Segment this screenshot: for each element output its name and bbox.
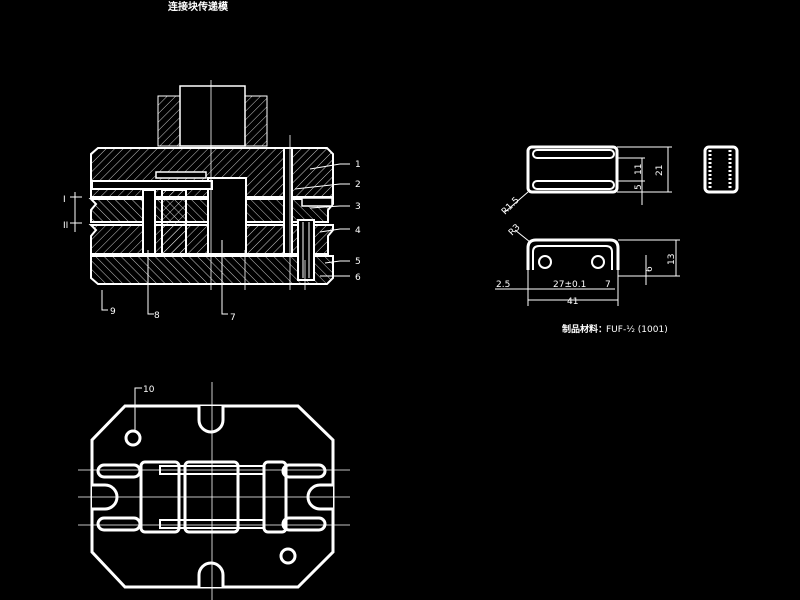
dim-41: 41 bbox=[567, 297, 578, 307]
drawing-title: 连接块传递模 bbox=[168, 0, 229, 13]
dim-2-5: 2.5 bbox=[496, 280, 510, 290]
dim-27: 27±0.1 bbox=[553, 280, 586, 290]
part-label-8: 8 bbox=[154, 311, 160, 321]
part-label-7: 7 bbox=[230, 313, 236, 323]
dim-7: 7 bbox=[605, 280, 611, 290]
part-label-5: 5 bbox=[355, 257, 361, 267]
part-drawing: 21 11 5 R1.5 13 6 R3 2.5 27±0.1 7 41 制品材… bbox=[495, 145, 739, 335]
plan-view: 10 bbox=[78, 382, 350, 600]
material-label: 制品材料： bbox=[562, 323, 607, 335]
section-mark-I: I bbox=[63, 195, 66, 205]
part-label-3: 3 bbox=[355, 202, 361, 212]
part-label-4: 4 bbox=[355, 226, 361, 236]
section-view: I II 1 2 3 4 5 6 9 8 7 bbox=[63, 80, 361, 323]
part-label-1: 1 bbox=[355, 160, 361, 170]
dim-r15: R1.5 bbox=[500, 195, 522, 217]
dim-5: 5 bbox=[634, 184, 644, 190]
section-mark-II: II bbox=[63, 221, 68, 231]
part-label-9: 9 bbox=[110, 307, 116, 317]
part-label-6: 6 bbox=[355, 273, 361, 283]
dim-11: 11 bbox=[634, 164, 644, 175]
dim-6: 6 bbox=[645, 266, 655, 272]
dim-13: 13 bbox=[667, 254, 677, 265]
material-value: FUF-½ (1001) bbox=[606, 325, 668, 335]
dim-r3: R3 bbox=[507, 223, 523, 239]
part-label-2: 2 bbox=[355, 180, 361, 190]
dim-21: 21 bbox=[655, 165, 665, 176]
part-label-10: 10 bbox=[143, 385, 155, 395]
